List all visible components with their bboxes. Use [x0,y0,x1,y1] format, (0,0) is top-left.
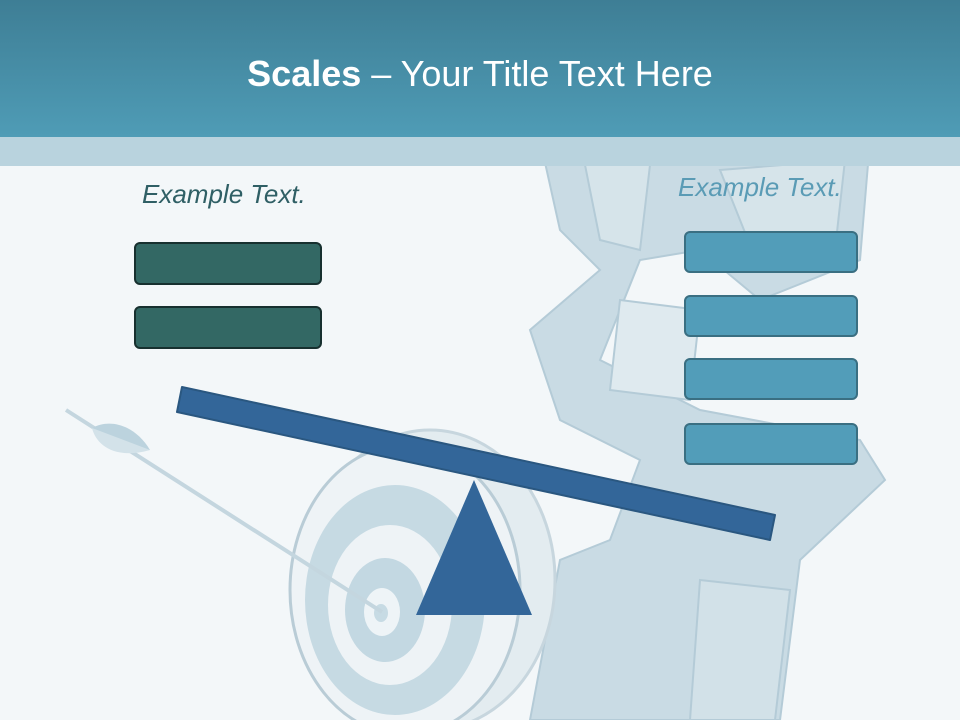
title-bold: Scales [247,53,362,94]
left-caption: Example Text. [142,179,306,209]
left-box-2 [134,306,322,349]
slide-title: Scales – Your Title Text Here [0,52,960,96]
scale-fulcrum [416,480,532,615]
right-caption: Example Text. [678,172,842,202]
scale-beam [176,386,776,541]
right-box-2 [684,295,858,337]
title-rest: – Your Title Text Here [361,53,713,94]
right-box-4 [684,423,858,465]
right-box-1 [684,231,858,273]
title-underline-band [0,137,960,166]
left-box-1 [134,242,322,285]
arrow-icon [64,408,384,614]
right-box-3 [684,358,858,400]
title-bar [0,0,960,137]
